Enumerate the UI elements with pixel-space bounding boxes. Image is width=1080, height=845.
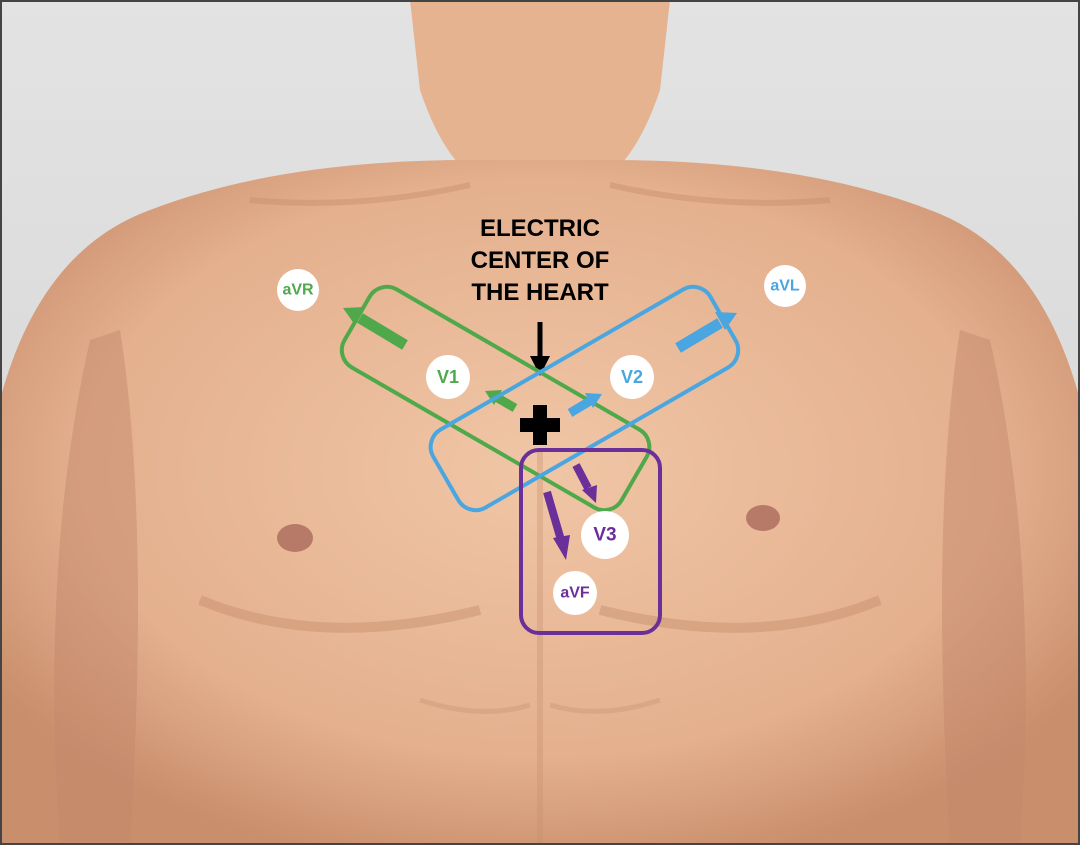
annotation-line-3: THE HEART xyxy=(471,279,609,306)
electric-center-marker xyxy=(520,405,560,445)
annotation-line-1: ELECTRIC xyxy=(480,215,600,242)
annotation: ELECTRIC CENTER OF THE HEART xyxy=(471,215,610,376)
avl-label: aVL xyxy=(770,278,800,295)
avf-label: aVF xyxy=(560,585,590,602)
avr-badge xyxy=(277,269,319,311)
purple-arrow-short xyxy=(572,463,592,490)
avl-badge xyxy=(764,265,806,307)
left-nipple xyxy=(277,524,313,552)
right-nipple xyxy=(746,505,780,531)
avr-label: aVR xyxy=(282,282,314,299)
annotation-arrow-head xyxy=(530,356,550,376)
purple-arrow-short-head xyxy=(582,485,597,503)
avf-badge xyxy=(553,571,597,615)
v1-badge xyxy=(426,355,470,399)
purple-arrow-long-head xyxy=(553,535,570,560)
blue-arrow-short xyxy=(567,397,593,417)
green-arrow-short xyxy=(493,393,518,412)
blue-lead-group: V2 aVL xyxy=(428,265,806,513)
v2-badge xyxy=(610,355,654,399)
blue-arrow-short-head xyxy=(585,393,602,408)
annotation-line-2: CENTER OF xyxy=(471,247,610,274)
v3-label: V3 xyxy=(593,525,616,546)
blue-arrow-long-head xyxy=(715,312,737,330)
v2-label: V2 xyxy=(621,367,643,387)
v3-badge xyxy=(581,511,629,559)
purple-lead-box xyxy=(519,448,662,635)
green-arrow-long xyxy=(357,313,408,350)
green-lead-group: aVR V1 xyxy=(277,269,652,513)
blue-arrow-long xyxy=(675,318,723,353)
purple-lead-group: V3 aVF xyxy=(519,448,662,635)
green-arrow-long-head xyxy=(343,307,365,325)
v1-label: V1 xyxy=(437,367,459,387)
purple-arrow-long xyxy=(543,490,565,542)
